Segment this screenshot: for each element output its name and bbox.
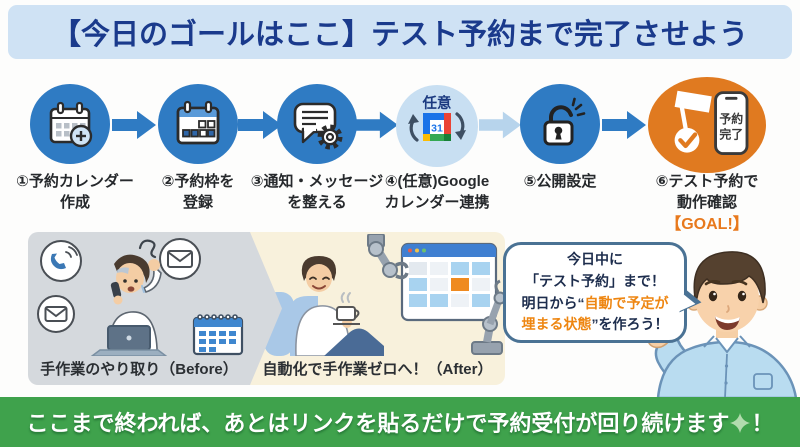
footer-message: ここまで終われば、あとはリンクを貼るだけで予約受付が回り続けます！ — [26, 411, 774, 436]
calendar-register-icon — [176, 100, 220, 145]
relaxed-worker — [295, 256, 384, 356]
sync-arrow-right — [455, 112, 465, 135]
after-section: 自動化で手作業ゼロへ！（After） — [250, 232, 505, 385]
message-gear-icon — [293, 102, 343, 150]
goal-label: 【GOAL!】 — [665, 216, 749, 234]
step-6-circle: 予約 完了 — [648, 77, 766, 173]
sparkle-icon — [730, 413, 751, 433]
step-4-label: ④(任意)Google カレンダー連携 — [384, 173, 490, 211]
step-2-circle — [158, 84, 238, 164]
before-section: 手作業のやり取り（Before） — [28, 232, 250, 385]
shirt-pocket — [753, 373, 773, 390]
robot-arm-right — [471, 279, 505, 355]
step-6-label: ⑥テスト予約で 動作確認 【GOAL!】 — [632, 172, 782, 236]
flow-arrow-light-icon — [479, 111, 521, 139]
phone-text-line2: 完了 — [719, 127, 743, 141]
step-4-circle: 任意 31 — [396, 85, 478, 167]
before-caption: 手作業のやり取り（Before） — [40, 361, 238, 378]
goal-flag-phone-icon: 予約 完了 — [674, 90, 749, 155]
mail-bubble-icon — [159, 238, 201, 280]
phone-bubble-icon — [40, 240, 82, 282]
after-caption: 自動化で手作業ゼロへ！（After） — [262, 361, 493, 378]
step-1-label: ①予約カレンダー 作成 — [16, 173, 134, 211]
step-3-circle — [277, 84, 357, 164]
bubble-line-1: 今日中に — [567, 251, 623, 268]
before-after-panel: 手作業のやり取り（Before） — [28, 232, 505, 385]
step-2-label: ②予約枠を 登録 — [161, 173, 235, 211]
bubble-line-4: 埋まる状態”を作ろう！ — [521, 316, 669, 333]
step-1-circle — [30, 84, 110, 164]
calendar-day-number: 31 — [431, 123, 443, 135]
optional-badge: 任意 — [422, 94, 452, 112]
speech-bubble: 今日中に 「テスト予約」まで！ 明日から“自動で予定が 埋まる状態”を作ろう！ — [503, 242, 704, 343]
bubble-line-3: 明日から“自動で予定が — [521, 294, 669, 311]
phone-text-line1: 予約 — [719, 112, 743, 126]
footer-banner: ここまで終われば、あとはリンクを貼るだけで予約受付が回り続けます！ — [0, 397, 800, 447]
mail-bubble-icon — [37, 295, 75, 333]
dizzy-squiggle — [138, 239, 157, 259]
bubble-line-2: 「テスト予約」まで！ — [525, 272, 665, 289]
step-5-label: ⑤公開設定 — [523, 173, 597, 190]
step-5-circle — [520, 84, 600, 164]
unlock-icon — [543, 97, 586, 146]
hair — [693, 251, 766, 304]
before-illustration — [37, 238, 244, 356]
after-illustration — [264, 234, 505, 356]
sync-arrow-left — [409, 119, 419, 142]
mouth — [715, 316, 740, 330]
robot-arm-top — [367, 234, 409, 280]
google-calendar-sync-icon: 任意 31 — [408, 94, 466, 142]
laptop-icon — [90, 325, 168, 356]
calendar-plus-icon — [49, 101, 93, 148]
paper-calendar-icon — [192, 314, 244, 356]
flow-arrow-icon — [356, 111, 398, 139]
header-banner: 【今日のゴールはここ】テスト予約まで完了させよう — [8, 5, 792, 59]
page-title: 【今日のゴールはここ】テスト予約まで完了させよう — [51, 19, 748, 51]
step-3-label: ③通知・メッセージ を整える — [250, 173, 384, 211]
flow-arrow-icon — [238, 111, 282, 139]
calendar-window — [400, 242, 498, 322]
flow-arrow-icon — [602, 111, 646, 139]
flow-arrow-icon — [112, 111, 156, 139]
